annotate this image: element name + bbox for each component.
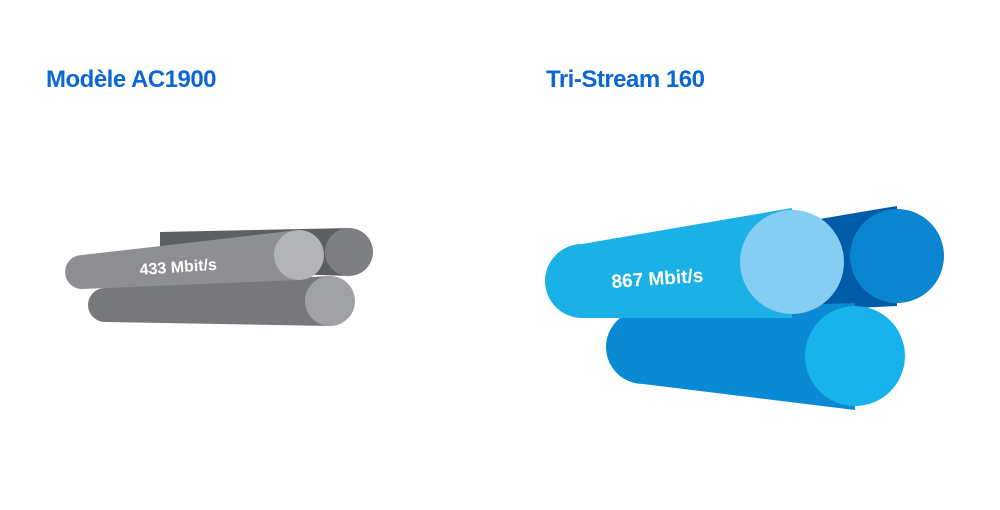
ac1900-title: Modèle AC1900 xyxy=(46,66,217,93)
ac1900-back-pipe-cap xyxy=(325,228,373,276)
tri-stream-bottom-pipe xyxy=(606,303,855,410)
tri-stream-front-pipe xyxy=(545,208,792,318)
tri-stream-bottom-pipe-cap xyxy=(805,306,905,406)
ac1900-bottom-pipe xyxy=(88,276,330,326)
ac1900-bottom-pipe-cap xyxy=(305,276,355,326)
tri-stream-front-pipe-cap xyxy=(740,210,844,314)
ac1900-front-pipe xyxy=(65,230,299,289)
tri-stream-title: Tri-Stream 160 xyxy=(546,66,705,93)
tri-stream-pipes: 867 Mbit/s xyxy=(545,206,944,410)
ac1900-rate-label: 433 Mbit/s xyxy=(139,257,217,279)
ac1900-pipes: 433 Mbit/s xyxy=(65,228,373,326)
ac1900-front-pipe-cap xyxy=(274,230,324,280)
tri-stream-back-pipe-cap xyxy=(850,209,944,303)
